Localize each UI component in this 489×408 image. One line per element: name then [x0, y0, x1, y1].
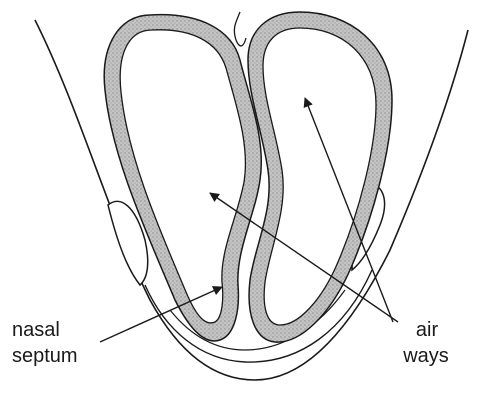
air-ways-label-line2: ways — [398, 344, 454, 368]
septum-top-line — [234, 12, 246, 46]
nasal-septum-label-line1: nasal — [12, 318, 60, 342]
air-ways-label-line1: air — [405, 318, 449, 342]
nasal-septum-label-line2: septum — [12, 344, 78, 368]
